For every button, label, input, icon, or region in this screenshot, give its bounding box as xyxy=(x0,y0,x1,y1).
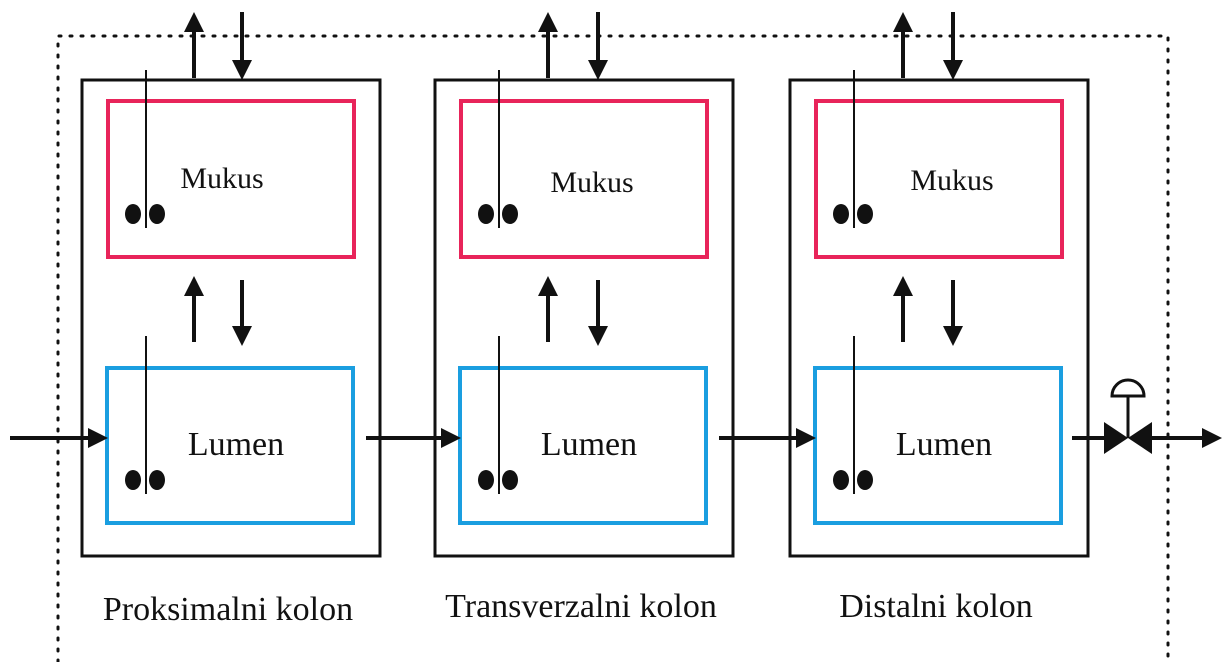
mukus-label: Mukus xyxy=(550,166,633,199)
stirrer-icon xyxy=(478,70,518,228)
vessel-outline xyxy=(788,78,1090,558)
vessel-outline xyxy=(433,78,735,558)
stirrer-icon xyxy=(478,336,518,494)
column-label: Transverzalni kolon xyxy=(445,588,717,625)
mukus-box xyxy=(459,99,709,259)
mukus-label: Mukus xyxy=(910,164,993,197)
mukus-label: Mukus xyxy=(180,162,263,195)
mukus-box xyxy=(106,99,356,259)
mukus-box xyxy=(814,99,1064,259)
stirrer-icon xyxy=(125,336,165,494)
vessel-outline xyxy=(80,78,382,558)
stirrer-icon xyxy=(833,70,873,228)
lumen-label: Lumen xyxy=(188,426,284,463)
compartment-proximal: Mukus Lumen Proksimalni kolon xyxy=(80,12,382,628)
compartment-distal: Mukus Lumen Distalni kolon xyxy=(788,12,1090,625)
compartment-transverse: Mukus Lumen Transverzalni kolon xyxy=(433,12,735,625)
stirrer-icon xyxy=(125,70,165,228)
lumen-label: Lumen xyxy=(896,426,992,463)
valve-icon xyxy=(1104,378,1152,454)
column-label: Distalni kolon xyxy=(839,588,1033,625)
column-label: Proksimalni kolon xyxy=(103,591,353,628)
recycle-loop-dotted xyxy=(56,34,1170,662)
stirrer-icon xyxy=(833,336,873,494)
lumen-label: Lumen xyxy=(541,426,637,463)
